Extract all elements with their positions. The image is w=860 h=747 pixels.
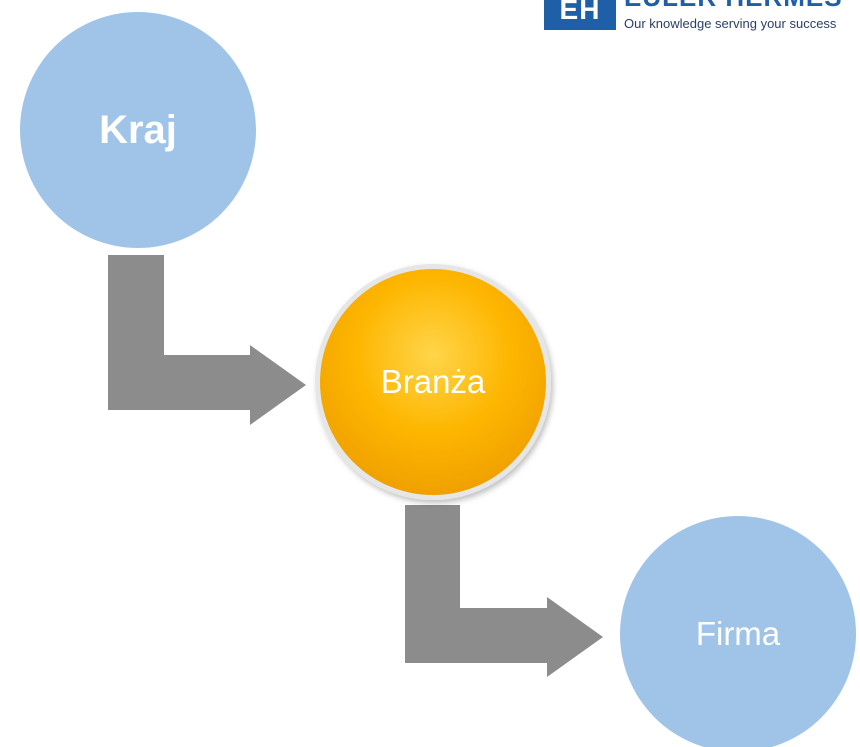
node-kraj-circle — [20, 12, 256, 248]
node-firma-circle — [620, 516, 856, 747]
arrow-kraj-to-branza — [108, 255, 306, 425]
logo-mark: EH — [544, 0, 616, 30]
logo-name: EULER HERMES — [624, 0, 843, 13]
arrow-branza-to-firma — [405, 505, 603, 677]
node-branza-circle — [320, 269, 546, 495]
logo-tagline: Our knowledge serving your success — [624, 16, 837, 31]
company-logo: EH EULER HERMES Our knowledge serving yo… — [544, 0, 860, 36]
